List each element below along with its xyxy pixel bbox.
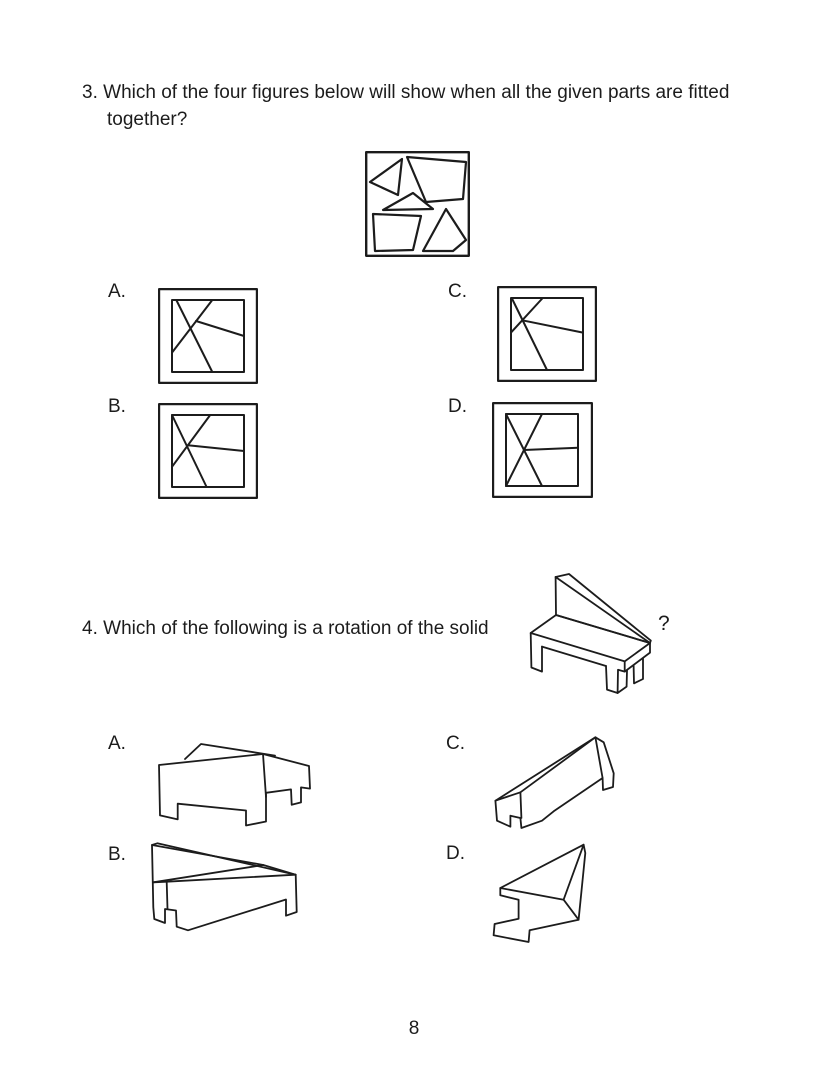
q4-option-a-label: A. bbox=[108, 733, 126, 754]
puzzle-piece-middle-triangle bbox=[381, 191, 435, 212]
question-4-text: 4. Which of the following is a rotation … bbox=[82, 615, 489, 642]
apron-bottom bbox=[541, 645, 607, 667]
q3-option-c-label: C. bbox=[448, 281, 467, 302]
question-3-number: 3. bbox=[82, 82, 98, 103]
q4-option-c-label: C. bbox=[446, 733, 465, 754]
question-4-question-mark: ? bbox=[658, 612, 670, 635]
q3-option-c-figure bbox=[497, 286, 597, 382]
puzzle-outer-square bbox=[365, 151, 470, 257]
question-3-text: 3. Which of the four figures below will … bbox=[82, 79, 729, 133]
puzzle-piece-left-triangle bbox=[368, 157, 404, 197]
frame-outer bbox=[497, 286, 597, 382]
q4-option-b-figure bbox=[151, 842, 298, 932]
frame-outer bbox=[492, 402, 593, 498]
q4-option-d-label: D. bbox=[446, 843, 465, 864]
q3-option-b-figure bbox=[158, 403, 258, 499]
frame-outer bbox=[158, 403, 258, 499]
q4-option-a-figure bbox=[158, 743, 311, 827]
q4-option-b-label: B. bbox=[108, 844, 126, 865]
bench-top bbox=[529, 614, 651, 663]
frame-inner bbox=[510, 297, 584, 371]
front-right-leg bbox=[605, 660, 626, 694]
q4-option-d-figure bbox=[492, 843, 587, 943]
page-number: 8 bbox=[408, 1018, 420, 1039]
q4-option-c-figure bbox=[494, 736, 615, 829]
q3-option-a-figure bbox=[158, 288, 258, 384]
question-4-solid-figure bbox=[529, 573, 652, 694]
question-4-number: 4. bbox=[82, 618, 98, 639]
right-face bbox=[623, 642, 651, 673]
puzzle-piece-lower-left-quad bbox=[371, 212, 423, 253]
question-4-body: Which of the following is a rotation of … bbox=[103, 618, 489, 639]
q3-option-b-label: B. bbox=[108, 396, 126, 417]
q3-option-d-figure bbox=[492, 402, 593, 498]
puzzle-piece-upper-right-quad bbox=[405, 155, 468, 204]
q3-option-a-label: A. bbox=[108, 281, 126, 302]
frame-outer bbox=[158, 288, 258, 384]
question-3-puzzle-figure bbox=[365, 151, 470, 257]
back-right-leg bbox=[632, 657, 644, 685]
question-3-line2: together? bbox=[107, 109, 188, 130]
front-left-leg bbox=[529, 632, 543, 673]
q3-option-d-label: D. bbox=[448, 396, 467, 417]
question-3-line1: Which of the four figures below will sho… bbox=[103, 82, 730, 103]
puzzle-piece-lower-right-quad bbox=[421, 207, 468, 253]
